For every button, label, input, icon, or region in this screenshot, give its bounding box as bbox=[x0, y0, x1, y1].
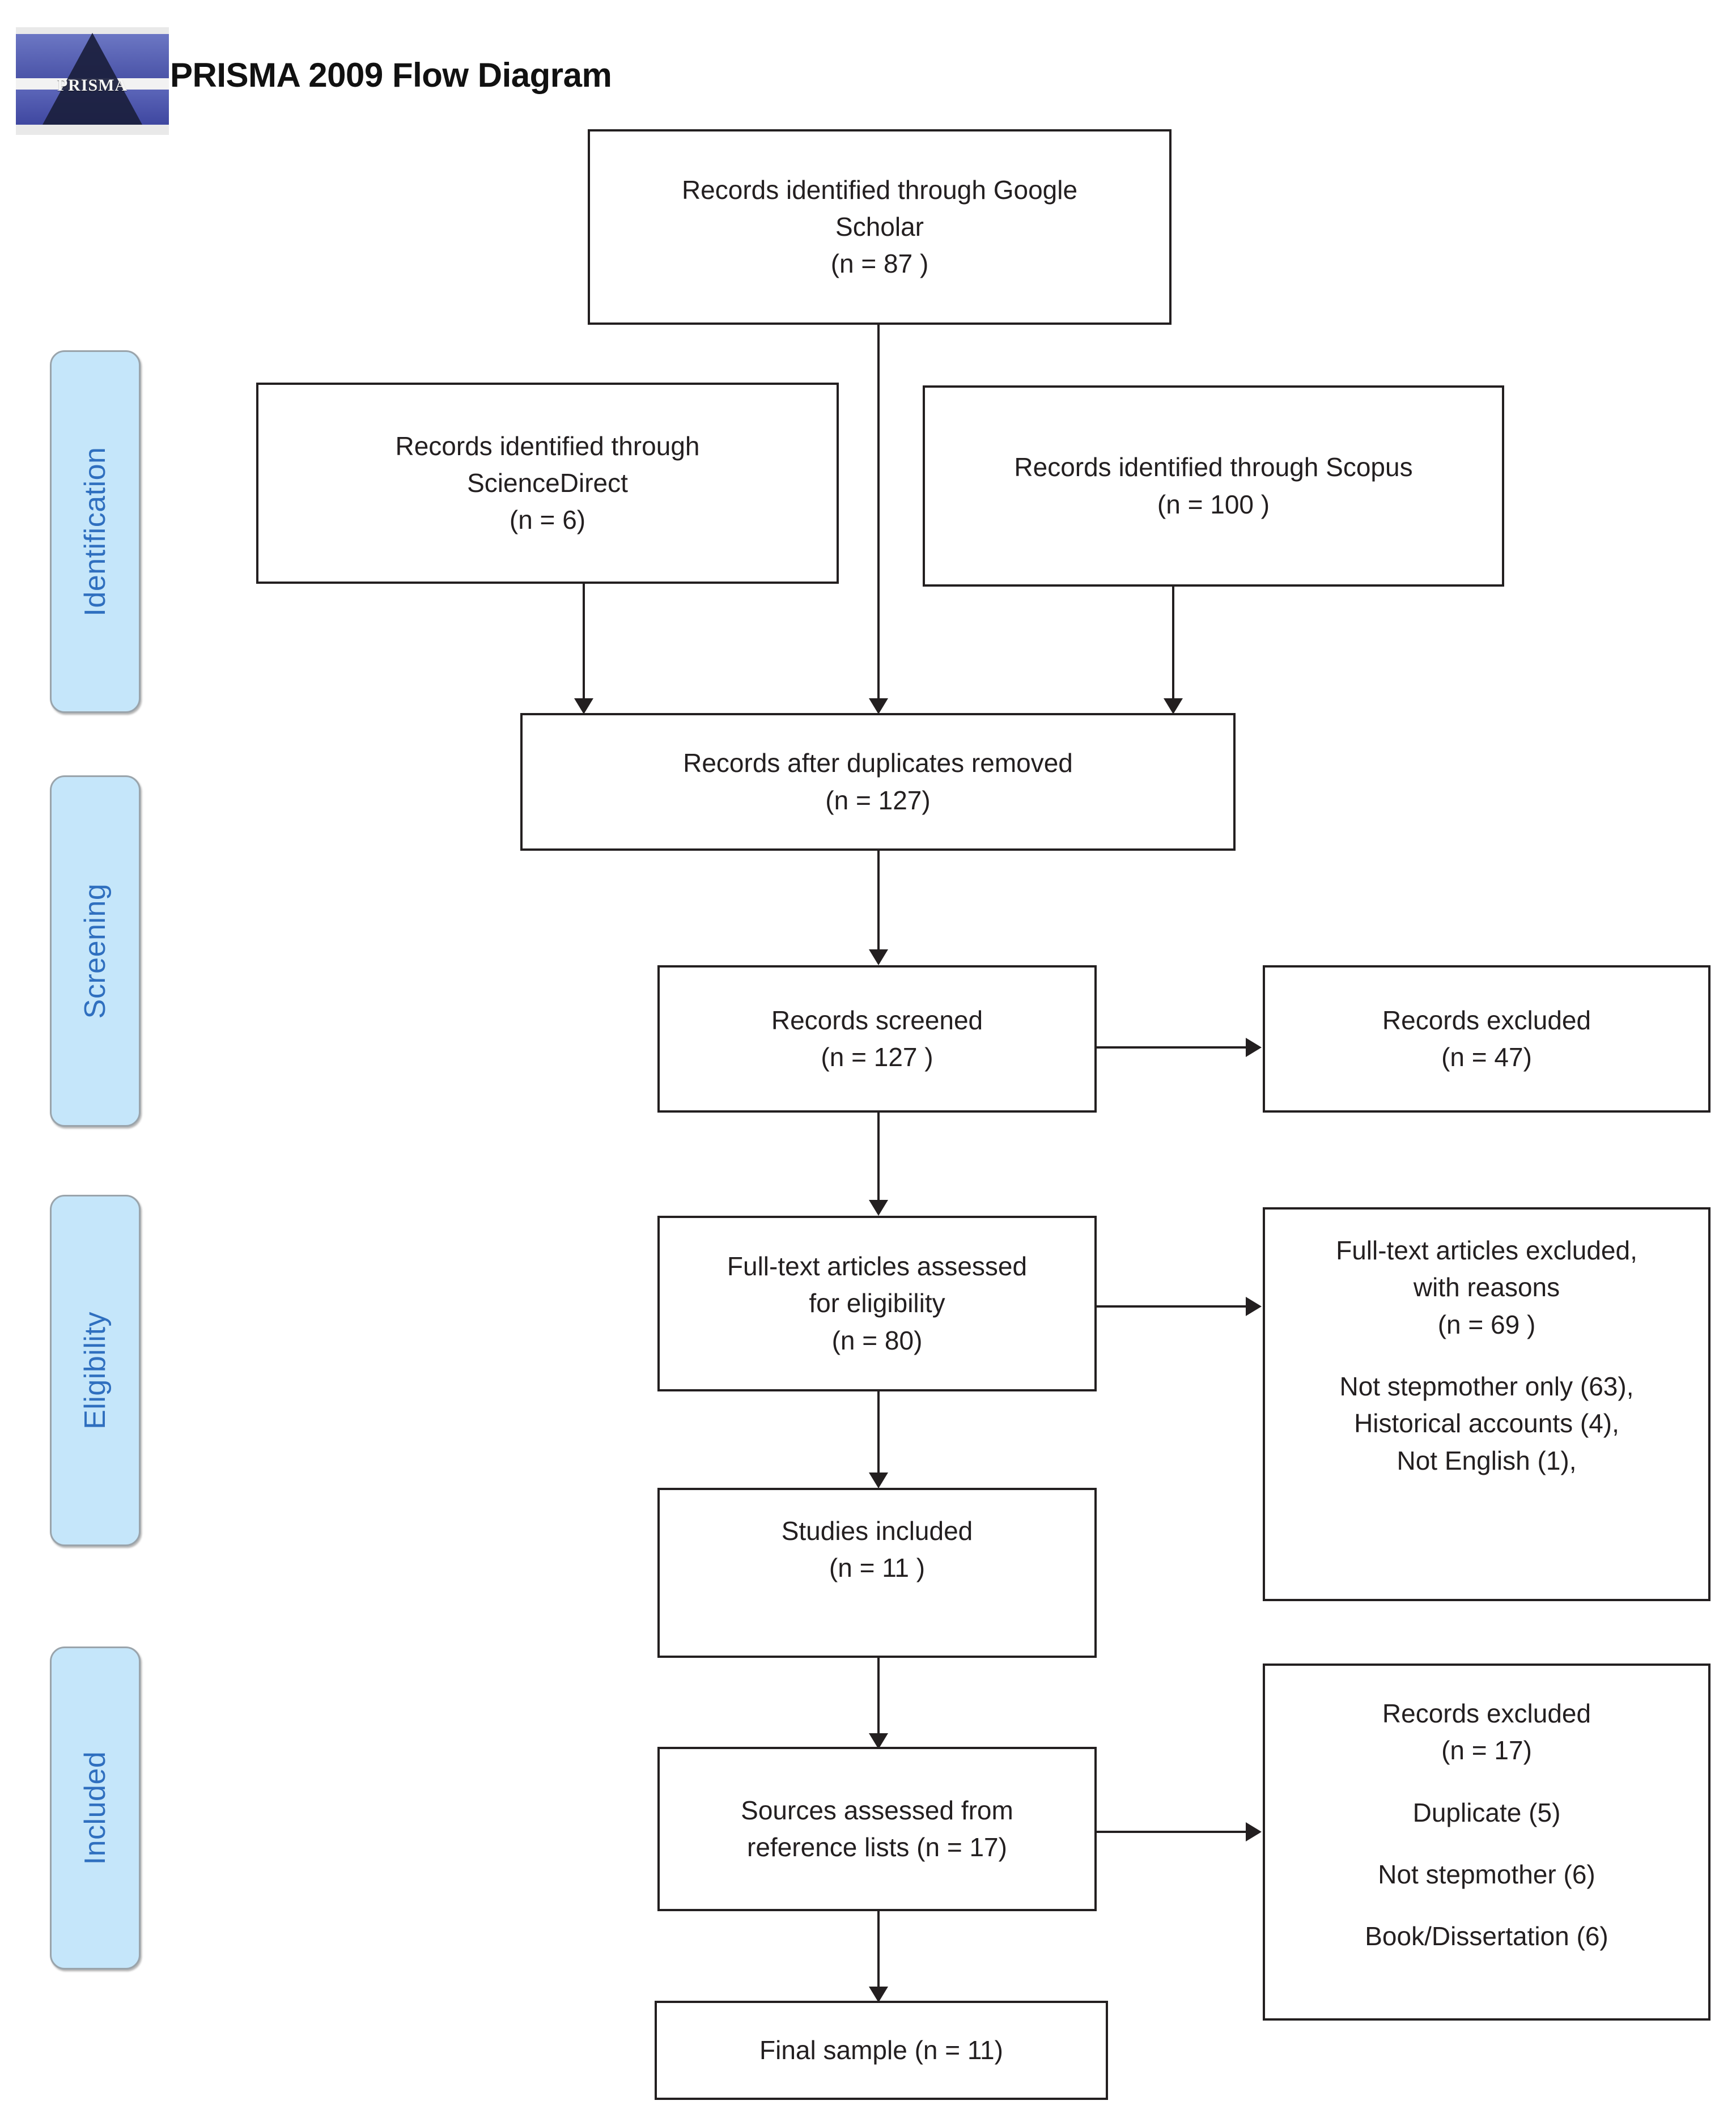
arrowhead-fulltext-to-excluded bbox=[1246, 1297, 1262, 1316]
box-sciencedirect-count: (n = 6) bbox=[509, 505, 586, 535]
box-records-screened-count: (n = 127 ) bbox=[821, 1042, 933, 1072]
connector-screened-to-fulltext bbox=[877, 1113, 880, 1203]
logo-prism-triangle-icon bbox=[43, 33, 142, 125]
connector-duplicates-to-screened bbox=[877, 851, 880, 953]
arrowhead-google-to-duplicates bbox=[869, 698, 888, 714]
box-fulltext-excluded-line2: with reasons bbox=[1413, 1272, 1560, 1302]
arrowhead-sciencedirect-to-duplicates bbox=[574, 698, 593, 714]
box-sciencedirect-line1: Records identified through bbox=[395, 431, 700, 461]
box-google-scholar-count: (n = 87 ) bbox=[830, 249, 929, 279]
arrowhead-scopus-to-duplicates bbox=[1164, 698, 1183, 714]
box-final-sample: Final sample (n = 11) bbox=[655, 2001, 1108, 2100]
box-records-excluded-references-reason-1: Duplicate (5) bbox=[1412, 1797, 1561, 1827]
box-records-excluded-references: Records excluded (n = 17) Duplicate (5) … bbox=[1263, 1664, 1710, 2021]
connector-sources-to-final bbox=[877, 1911, 880, 1991]
box-sciencedirect-line2: ScienceDirect bbox=[467, 468, 628, 498]
connector-fulltext-to-excluded bbox=[1097, 1305, 1247, 1308]
box-records-excluded-references-reason-3: Book/Dissertation (6) bbox=[1365, 1921, 1608, 1951]
box-records-excluded-references-line1: Records excluded bbox=[1382, 1699, 1591, 1728]
box-sources-reference-lists-line2: reference lists (n = 17) bbox=[747, 1832, 1007, 1862]
phase-label-included: Included bbox=[50, 1647, 141, 1970]
box-fulltext-excluded: Full-text articles excluded, with reason… bbox=[1263, 1207, 1710, 1601]
arrowhead-sources-to-excluded bbox=[1246, 1822, 1262, 1841]
box-duplicates-count: (n = 127) bbox=[825, 785, 931, 815]
arrowhead-screened-to-excluded bbox=[1246, 1038, 1262, 1057]
page-title: PRISMA 2009 Flow Diagram bbox=[170, 56, 612, 94]
arrowhead-studies-to-sources bbox=[869, 1733, 888, 1749]
phase-label-identification: Identification bbox=[50, 350, 141, 713]
box-fulltext-excluded-reason-1: Not stepmother only (63), bbox=[1339, 1371, 1634, 1401]
arrowhead-sources-to-final bbox=[869, 1987, 888, 2002]
box-records-excluded-references-reason-2: Not stepmother (6) bbox=[1378, 1859, 1595, 1889]
phase-label-eligibility-text: Eligibility bbox=[79, 1312, 112, 1429]
box-fulltext-excluded-line1: Full-text articles excluded, bbox=[1336, 1236, 1637, 1265]
box-fulltext-excluded-count: (n = 69 ) bbox=[1437, 1309, 1536, 1339]
box-fulltext-assessed-line2: for eligibility bbox=[809, 1288, 945, 1318]
connector-sources-to-excluded bbox=[1097, 1831, 1247, 1833]
prisma-logo-icon: PRISMA bbox=[16, 27, 169, 135]
connector-scopus-to-duplicates bbox=[1172, 587, 1174, 702]
box-final-sample-line1: Final sample (n = 11) bbox=[759, 2035, 1003, 2065]
box-sources-reference-lists: Sources assessed from reference lists (n… bbox=[657, 1747, 1097, 1911]
phase-label-identification-text: Identification bbox=[79, 447, 112, 617]
box-records-screened: Records screened (n = 127 ) bbox=[657, 965, 1097, 1113]
box-fulltext-excluded-reason-3: Not English (1), bbox=[1397, 1445, 1577, 1475]
box-fulltext-assessed-line1: Full-text articles assessed bbox=[727, 1251, 1028, 1281]
connector-screened-to-excluded bbox=[1097, 1046, 1247, 1049]
box-fulltext-assessed: Full-text articles assessed for eligibil… bbox=[657, 1216, 1097, 1391]
box-studies-included: Studies included (n = 11 ) bbox=[657, 1488, 1097, 1658]
phase-label-screening-text: Screening bbox=[79, 883, 112, 1019]
connector-google-to-duplicates bbox=[877, 325, 880, 702]
box-studies-included-line1: Studies included bbox=[781, 1516, 973, 1546]
box-records-screened-line1: Records screened bbox=[771, 1005, 983, 1035]
box-records-excluded-screening-count: (n = 47) bbox=[1441, 1042, 1532, 1072]
box-fulltext-assessed-count: (n = 80) bbox=[831, 1325, 923, 1355]
phase-label-screening: Screening bbox=[50, 775, 141, 1127]
box-scopus-line1: Records identified through Scopus bbox=[1014, 452, 1413, 482]
box-records-excluded-screening: Records excluded (n = 47) bbox=[1263, 965, 1710, 1113]
box-records-excluded-references-count: (n = 17) bbox=[1441, 1735, 1532, 1766]
box-fulltext-excluded-reason-2: Historical accounts (4), bbox=[1354, 1408, 1619, 1438]
box-records-excluded-screening-line1: Records excluded bbox=[1382, 1005, 1591, 1035]
phase-label-included-text: Included bbox=[79, 1751, 112, 1865]
box-google-scholar-line2: Scholar bbox=[835, 211, 924, 241]
box-records-after-duplicates: Records after duplicates removed (n = 12… bbox=[520, 713, 1236, 851]
box-google-scholar-line1: Records identified through Google bbox=[681, 175, 1078, 205]
box-records-sciencedirect: Records identified through ScienceDirect… bbox=[256, 383, 839, 584]
box-records-google-scholar: Records identified through Google Schola… bbox=[588, 129, 1172, 325]
arrowhead-duplicates-to-screened bbox=[869, 949, 888, 965]
box-sources-reference-lists-line1: Sources assessed from bbox=[741, 1795, 1013, 1825]
arrowhead-screened-to-fulltext bbox=[869, 1200, 888, 1216]
box-scopus-count: (n = 100 ) bbox=[1157, 489, 1270, 519]
connector-sciencedirect-to-duplicates bbox=[583, 584, 585, 702]
box-records-scopus: Records identified through Scopus (n = 1… bbox=[923, 385, 1504, 587]
logo-wordmark: PRISMA bbox=[57, 76, 128, 95]
arrowhead-fulltext-to-studies bbox=[869, 1473, 888, 1488]
connector-fulltext-to-studies bbox=[877, 1391, 880, 1476]
connector-studies-to-sources bbox=[877, 1658, 880, 1737]
box-studies-included-count: (n = 11 ) bbox=[829, 1553, 926, 1583]
box-duplicates-line1: Records after duplicates removed bbox=[683, 748, 1073, 778]
phase-label-eligibility: Eligibility bbox=[50, 1195, 141, 1546]
